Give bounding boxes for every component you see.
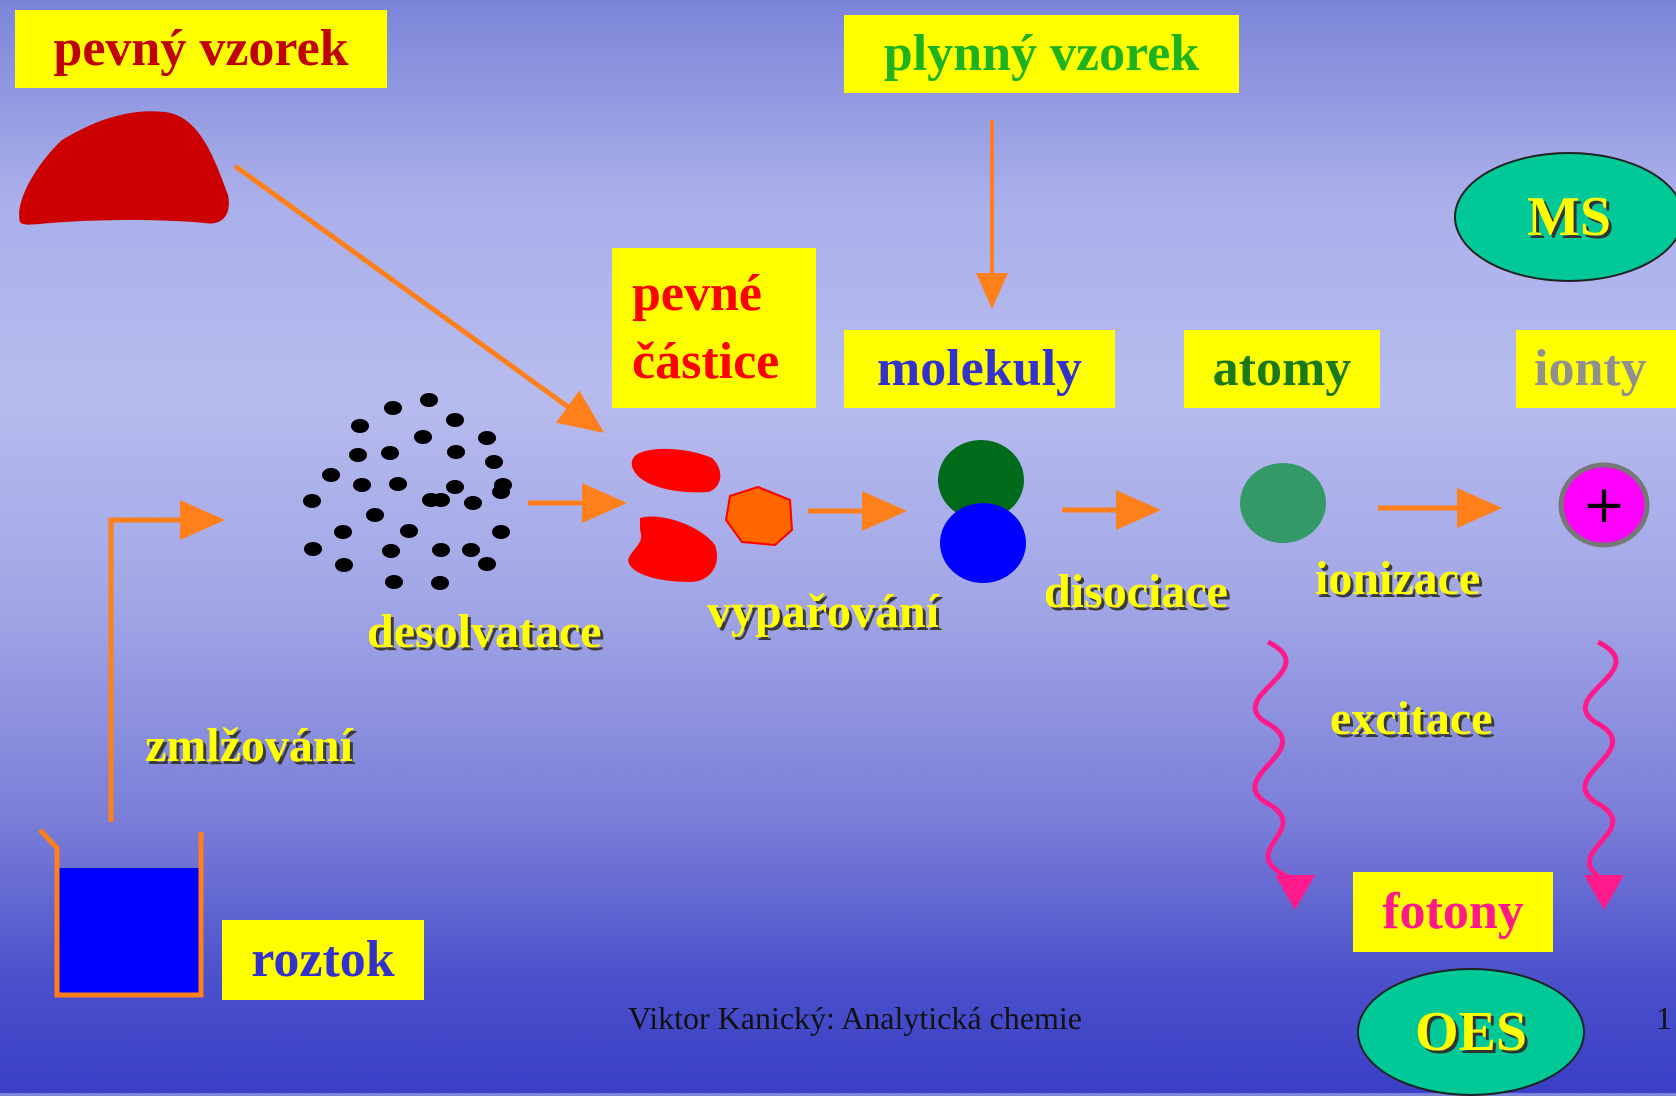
ion-plus-sign: + — [1582, 475, 1626, 535]
label-gas-sample: plynný vzorek — [844, 15, 1239, 93]
process-excitation: excitace — [1330, 692, 1493, 745]
solid-sample-shape — [19, 111, 229, 225]
aerosol-droplets — [303, 393, 512, 590]
technique-oes: OES — [1357, 968, 1585, 1096]
arrow-solid-to-particles — [233, 163, 605, 433]
label-ions: ionty — [1516, 330, 1676, 408]
photon-wave-left — [1252, 639, 1315, 910]
label-atoms: atomy — [1184, 330, 1380, 408]
process-ionization: ionizace — [1315, 552, 1481, 605]
arrow-nebulization — [108, 500, 225, 822]
photon-wave-right — [1582, 639, 1624, 910]
particle-red-bottom — [628, 516, 718, 582]
molecule-atom-blue — [940, 503, 1026, 583]
ion-shape — [1558, 462, 1650, 548]
atom-shape — [1240, 463, 1326, 543]
label-photons: fotony — [1353, 872, 1553, 952]
process-desolvation: desolvatace — [367, 605, 602, 658]
label-solution: roztok — [222, 920, 424, 1000]
label-solid-particles-line2: částice — [632, 333, 780, 390]
footer-page-number: 1 — [1656, 1000, 1672, 1036]
label-solid-particles: pevné částice — [612, 248, 816, 408]
process-nebulization: zmlžování — [145, 719, 353, 772]
label-solid-particles-line1: pevné — [632, 265, 762, 322]
technique-ms: MS — [1454, 152, 1676, 282]
solution-liquid — [59, 868, 199, 993]
beaker-outline — [38, 828, 204, 998]
label-solid-sample: pevný vzorek — [15, 10, 387, 88]
particle-orange — [724, 485, 794, 547]
molecule-atom-green — [938, 440, 1024, 520]
process-dissociation: disociace — [1044, 565, 1228, 618]
footer-author: Viktor Kanický: Analytická chemie — [628, 1000, 1082, 1036]
particle-red-top — [631, 448, 721, 493]
label-molecules: molekuly — [844, 330, 1115, 408]
process-vaporization: vypařování — [707, 585, 940, 638]
